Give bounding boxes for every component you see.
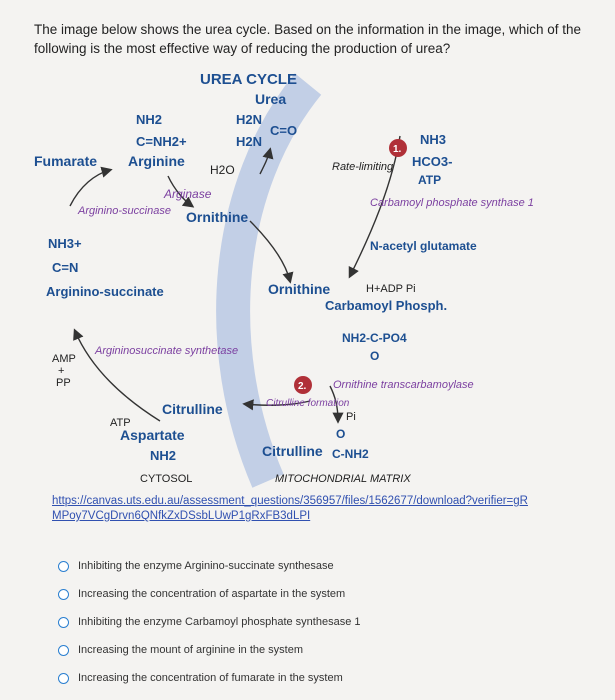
as-synthetase-label: Argininosuccinate synthetase (94, 345, 238, 357)
carbamoyl-phosphate-label: Carbamoyl Phosph. (325, 298, 447, 313)
atp-right-label: ATP (418, 173, 441, 187)
option-label: Increasing the concentration of aspartat… (78, 588, 346, 600)
arginine-label: Arginine (128, 153, 185, 169)
radio-button[interactable] (58, 616, 69, 628)
argsucc-nh3: NH3+ (48, 236, 82, 251)
option-1[interactable]: Inhibiting the enzyme Arginino-succinate… (58, 554, 578, 578)
citrulline-formation-label: Citrulline formation (266, 398, 350, 409)
argsucc-cn: C=N (52, 260, 78, 275)
cytosol-label: CYTOSOL (140, 473, 192, 485)
option-3[interactable]: Inhibiting the enzyme Carbamoyl phosphat… (58, 610, 578, 634)
urea-h2n-top: H2N (236, 112, 262, 127)
cycle-arrow-arginine-to-ornithine (167, 175, 195, 208)
ornithine-cytosol-label: Ornithine (186, 209, 248, 225)
citrulline-oxygen: O (336, 427, 345, 441)
amp-label: AMP (52, 353, 76, 365)
fumarate-label: Fumarate (34, 153, 97, 169)
cp-formula: NH2-C-PO4 (342, 331, 407, 345)
atp-left-label: ATP (110, 417, 131, 429)
arrow-arginine-to-urea (259, 147, 274, 175)
urea-cycle-svg: UREA CYCLE Urea H2N H2N C=O NH2 C=NH2+ F… (34, 71, 534, 488)
argininosuccinate-label: Arginino-succinate (46, 284, 164, 299)
step-1-badge (389, 139, 407, 157)
aspartate-nh2: NH2 (150, 448, 176, 463)
hco3-label: HCO3- (412, 154, 452, 169)
nag-label: N-acetyl glutamate (370, 239, 477, 253)
rate-limiting-label: Rate-limiting (332, 161, 394, 173)
image-source-link[interactable]: https://canvas.uts.edu.au/assessment_que… (52, 495, 528, 522)
arrow-cp-to-citrulline (329, 385, 344, 424)
ornithine-mito-label: Ornithine (268, 281, 330, 297)
citrulline-mito-label: Citrulline (262, 443, 323, 459)
arginine-cnh2: C=NH2+ (136, 134, 187, 149)
radio-button[interactable] (58, 644, 69, 656)
urea-cycle-diagram: UREA CYCLE Urea H2N H2N C=O NH2 C=NH2+ F… (34, 66, 534, 496)
cp-oxygen: O (370, 349, 379, 363)
radio-button[interactable] (58, 672, 69, 684)
option-4[interactable]: Increasing the mount of arginine in the … (58, 638, 578, 662)
question-text: The image below shows the urea cycle. Ba… (34, 22, 582, 56)
pp-label: PP (56, 377, 71, 389)
cycle-arrow-argsucc-to-arginine (69, 166, 113, 207)
radio-button[interactable] (58, 560, 69, 572)
citrulline-formula: C-NH2 (332, 447, 369, 461)
step-2-badge (294, 376, 312, 394)
aspartate-label: Aspartate (120, 427, 185, 443)
option-label: Increasing the concentration of fumarate… (78, 672, 343, 684)
diagram-title: UREA CYCLE (200, 71, 297, 88)
hadp-label: H+ADP Pi (366, 283, 416, 295)
option-label: Inhibiting the enzyme Arginino-succinate… (78, 560, 334, 572)
h2o-label: H2O (210, 163, 235, 177)
citrulline-cytosol-label: Citrulline (162, 401, 223, 417)
nh3-label: NH3 (420, 132, 446, 147)
cycle-arrow-citrulline-out (242, 399, 311, 411)
step-1-number: 1. (393, 144, 402, 155)
arginine-nh2: NH2 (136, 112, 162, 127)
mito-matrix-label: MITOCHONDRIAL MATRIX (275, 473, 411, 485)
step-2-number: 2. (298, 381, 307, 392)
option-label: Inhibiting the enzyme Carbamoyl phosphat… (78, 616, 361, 628)
pi-label: Pi (346, 411, 356, 423)
plus-label: + (58, 365, 64, 377)
urea-h2n-bottom: H2N (236, 134, 262, 149)
cps1-label: Carbamoyl phosphate synthase 1 (370, 197, 534, 209)
cycle-arrow-ornithine-into-mito (249, 220, 294, 284)
answer-options: Inhibiting the enzyme Arginino-succinate… (58, 554, 578, 694)
urea-co: C=O (270, 123, 297, 138)
arginase-label: Arginase (163, 187, 212, 201)
radio-button[interactable] (58, 588, 69, 600)
otc-label: Ornithine transcarbamoylase (333, 379, 474, 391)
option-label: Increasing the mount of arginine in the … (78, 644, 304, 656)
option-5[interactable]: Increasing the concentration of fumarate… (58, 666, 578, 690)
option-2[interactable]: Increasing the concentration of aspartat… (58, 582, 578, 606)
mitochondrial-membrane (216, 73, 322, 488)
cycle-arrow-aspartate-to-argsucc (73, 328, 161, 422)
argininosuccinase-label: Arginino-succinase (77, 205, 171, 217)
urea-label: Urea (255, 91, 286, 107)
